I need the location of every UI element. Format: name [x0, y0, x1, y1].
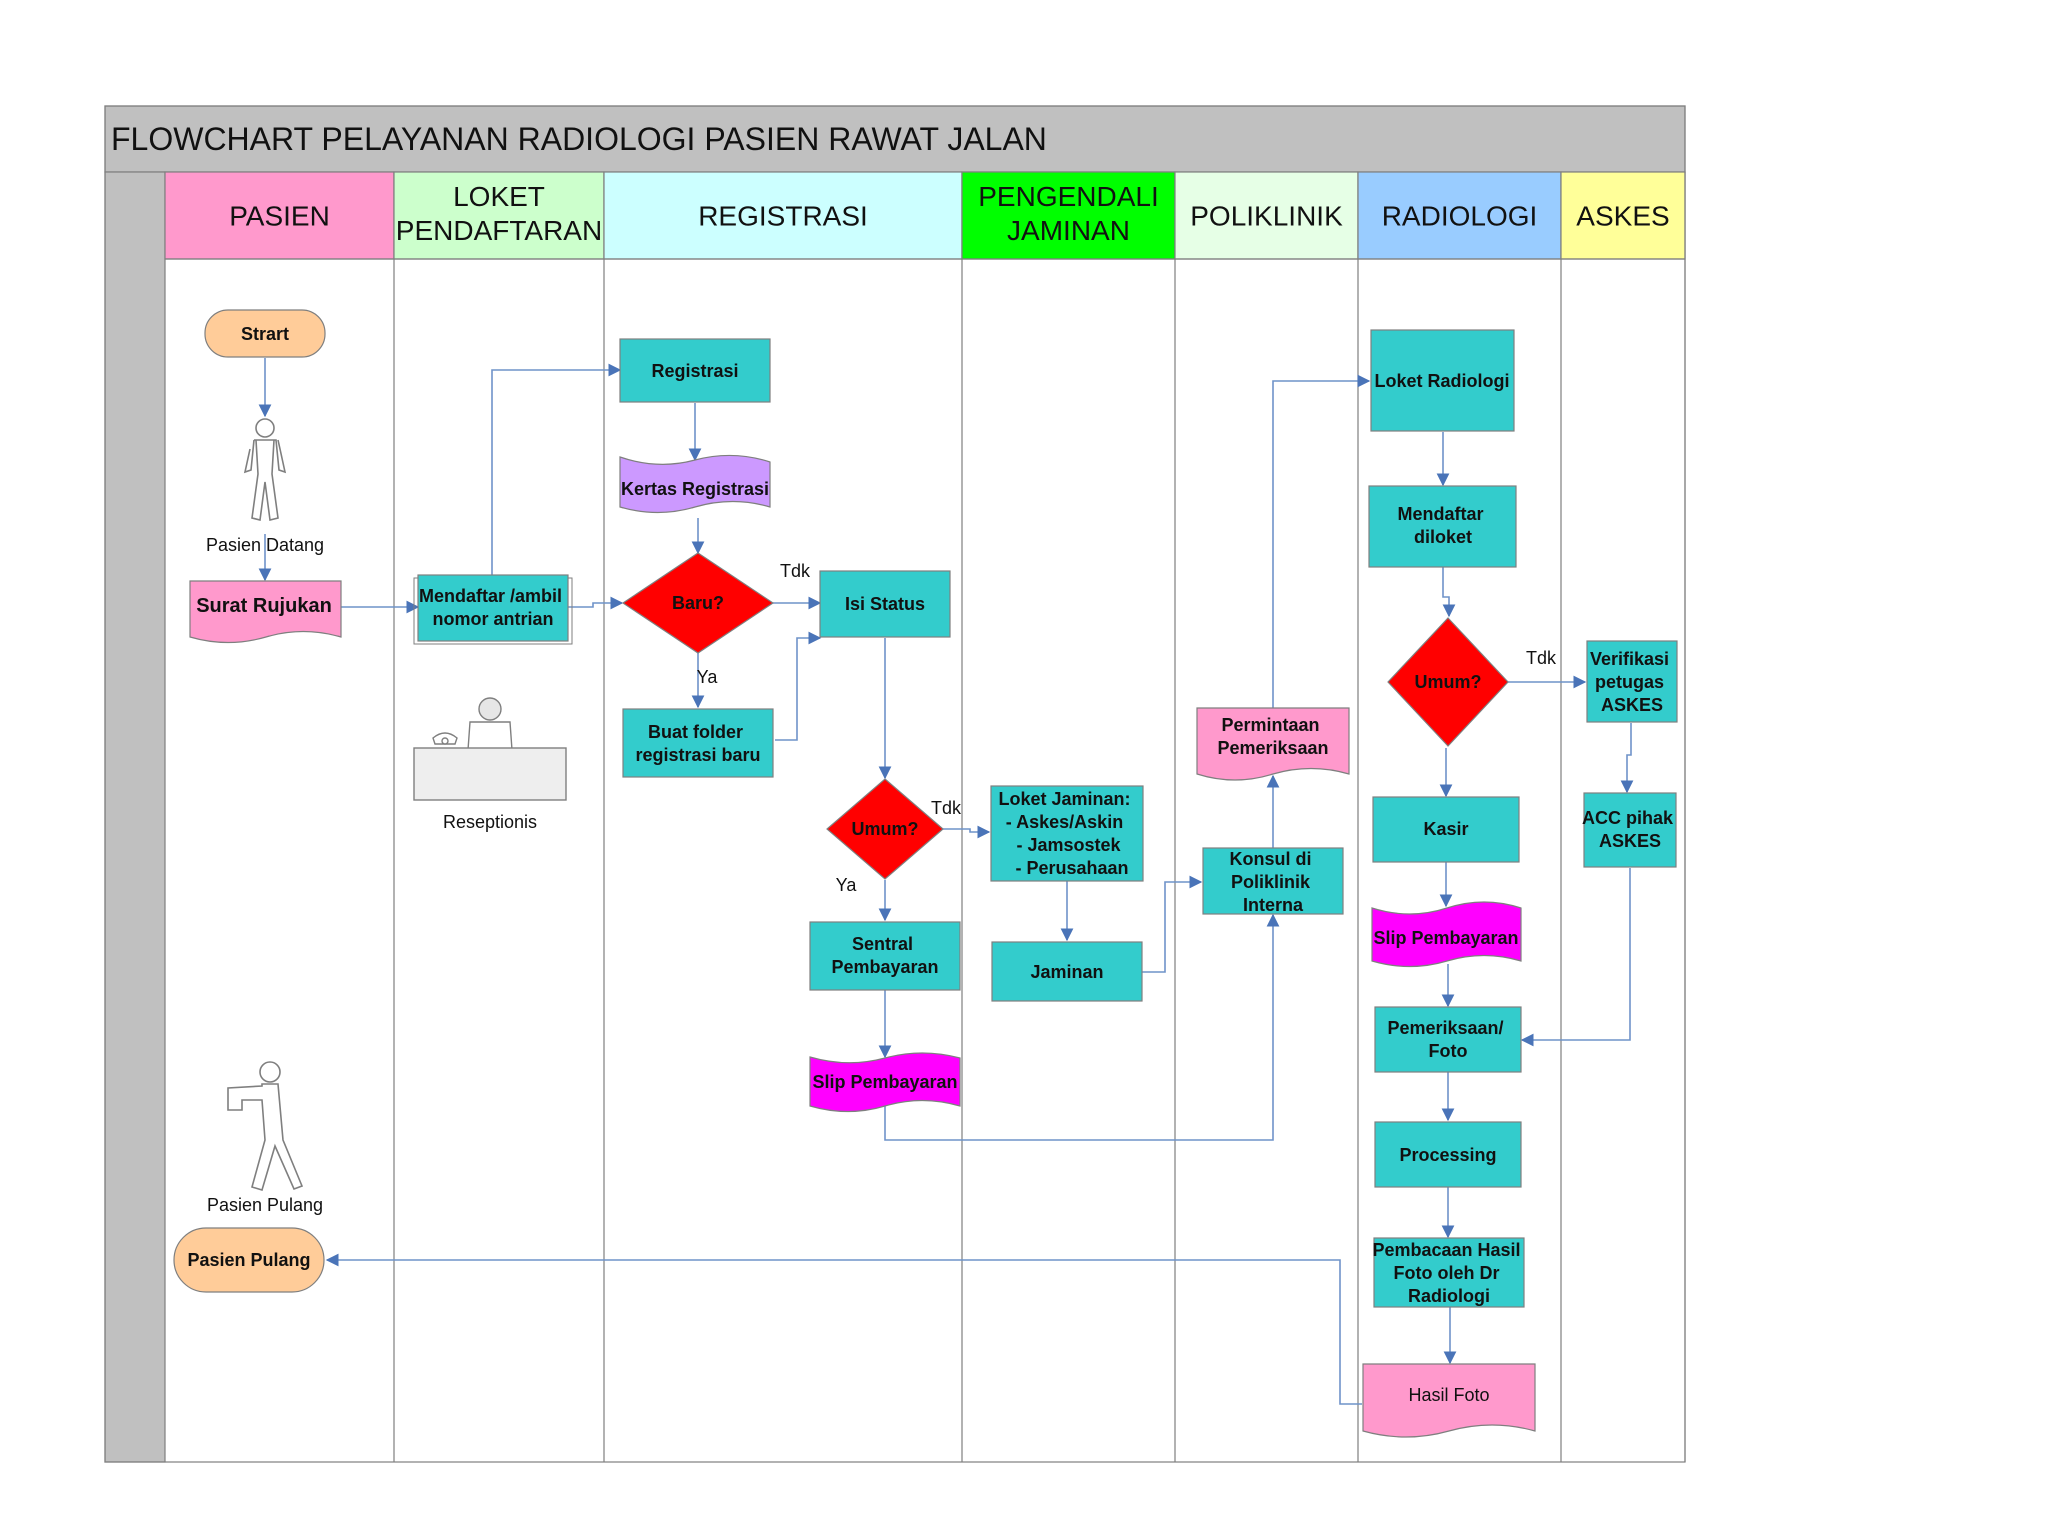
- acc-askes-box[interactable]: [1583, 792, 1677, 868]
- baru-ya-label: Ya: [697, 667, 719, 687]
- edge-jaminan-to-konsul: [1142, 875, 1203, 973]
- edge-mendaftar-to-umumrad: [1442, 567, 1456, 618]
- edge-slip-to-konsul: [884, 913, 1280, 1141]
- registrasi-label: Registrasi: [651, 361, 738, 381]
- buat-folder-label: Buat folder registrasi baru: [635, 722, 760, 765]
- reseptionis-label: Reseptionis: [443, 812, 537, 832]
- person-walking-icon: [227, 1061, 304, 1191]
- lane-label-radiologi: RADIOLOGI: [1382, 201, 1538, 232]
- verifikasi-askes-box[interactable]: [1586, 640, 1678, 723]
- edge-mendaftar-to-registrasi: [491, 363, 622, 578]
- edge-permintaan-to-loketrad: [1272, 374, 1371, 708]
- pasien-pulang-caption: Pasien Pulang: [207, 1195, 323, 1215]
- umum-registrasi-ya-label: Ya: [836, 875, 858, 895]
- lane-header-poliklinik: [1174, 171, 1359, 260]
- isi-status-box[interactable]: [819, 570, 951, 638]
- mendaftar-diloket-label: Mendaftar diloket: [1397, 504, 1488, 547]
- processing-label: Processing: [1399, 1145, 1496, 1165]
- edge-mendaftar-to-baru: [568, 596, 624, 610]
- loket-radiologi-label: Loket Radiologi: [1375, 371, 1510, 391]
- edge-buatfolder-to-isistatus: [775, 631, 822, 741]
- jaminan-label: Jaminan: [1030, 962, 1103, 982]
- jaminan-box[interactable]: [991, 941, 1143, 1002]
- processing-box[interactable]: [1374, 1121, 1522, 1188]
- umum-registrasi-tdk-label: Tdk: [931, 798, 962, 818]
- kertas-registrasi-document[interactable]: [619, 454, 771, 514]
- loket-jaminan-box[interactable]: [990, 785, 1144, 882]
- slip-pembayaran-registrasi-label: Slip Pembayaran: [812, 1072, 957, 1092]
- hasil-foto-label: Hasil Foto: [1408, 1385, 1489, 1405]
- pembacaan-hasil-box[interactable]: [1373, 1237, 1525, 1308]
- loket-radiologi-box[interactable]: [1370, 329, 1515, 432]
- isi-status-label: Isi Status: [845, 594, 925, 614]
- slip-pembayaran-registrasi-document[interactable]: [809, 1052, 961, 1113]
- surat-rujukan-document[interactable]: [189, 580, 342, 644]
- umum-radiologi-tdk-label: Tdk: [1526, 648, 1557, 668]
- mendaftar-diloket-box[interactable]: [1368, 485, 1517, 568]
- mendaftar-ambil-box[interactable]: [417, 574, 569, 642]
- edge-acc-to-pemeriksaan: [1520, 868, 1631, 1047]
- start-terminator[interactable]: [204, 309, 326, 358]
- hasil-foto-document[interactable]: [1362, 1363, 1536, 1438]
- mendaftar-ambil-label: Mendaftar /ambil nomor antrian: [419, 586, 567, 629]
- lane-header-radiologi: [1357, 171, 1562, 260]
- kasir-label: Kasir: [1423, 819, 1468, 839]
- sentral-pembayaran-label: Sentral Pembayaran: [831, 934, 938, 977]
- acc-askes-label: ACC pihak ASKES: [1582, 808, 1678, 851]
- chart-title: FLOWCHART PELAYANAN RADIOLOGI PASIEN RAW…: [111, 121, 1047, 157]
- pasien-pulang-label: Pasien Pulang: [187, 1250, 310, 1270]
- lane-label-poliklinik: POLIKLINIK: [1190, 201, 1343, 232]
- receptionist-desk-icon: [413, 697, 567, 801]
- pemeriksaan-foto-box[interactable]: [1374, 1006, 1522, 1073]
- lane-header-pasien: [164, 171, 395, 260]
- sentral-pembayaran-box[interactable]: [809, 921, 961, 991]
- side-bar: [104, 171, 166, 1463]
- umum-radiologi-decision[interactable]: [1387, 617, 1509, 747]
- lane-label-registrasi: REGISTRASI: [698, 201, 868, 232]
- registrasi-box[interactable]: [619, 338, 771, 403]
- lane-label-pasien: PASIEN: [229, 201, 330, 232]
- lane-header-askes: [1560, 171, 1686, 260]
- kasir-box[interactable]: [1372, 796, 1520, 863]
- umum-radiologi-label: Umum?: [1415, 672, 1482, 692]
- buat-folder-box[interactable]: [622, 708, 774, 778]
- slip-pembayaran-radiologi-document[interactable]: [1371, 901, 1522, 968]
- konsul-poliklinik-label: Konsul di Poliklinik Interna: [1229, 849, 1316, 915]
- lane-label-askes: ASKES: [1576, 201, 1669, 232]
- umum-registrasi-label: Umum?: [852, 819, 919, 839]
- loket-jaminan-label: Loket Jaminan: - Askes/Askin - Jamsostek…: [998, 789, 1135, 878]
- pasien-pulang-terminator[interactable]: [173, 1227, 325, 1293]
- verifikasi-askes-label: Verifikasi petugas ASKES: [1590, 649, 1674, 715]
- kertas-registrasi-label: Kertas Registrasi: [621, 479, 769, 499]
- baru-label: Baru?: [672, 593, 724, 613]
- baru-tdk-label: Tdk: [780, 561, 811, 581]
- edge-umum-to-loketjaminan: [943, 825, 991, 839]
- permintaan-pemeriksaan-document[interactable]: [1196, 707, 1350, 781]
- edge-hasilfoto-to-pulang: [325, 1253, 1362, 1405]
- slip-pembayaran-radiologi-label: Slip Pembayaran: [1373, 928, 1518, 948]
- edges: [258, 358, 1634, 1405]
- person-standing-icon: [243, 418, 287, 521]
- title-bar: [104, 105, 1686, 173]
- baru-decision[interactable]: [621, 552, 775, 654]
- pemeriksaan-foto-label: Pemeriksaan/ Foto: [1387, 1018, 1508, 1061]
- konsul-poliklinik-box[interactable]: [1202, 847, 1344, 915]
- permintaan-pemeriksaan-label: Permintaan Pemeriksaan: [1217, 715, 1328, 758]
- start-label: Strart: [241, 324, 289, 344]
- pasien-datang-label: Pasien Datang: [206, 535, 324, 555]
- surat-rujukan-label: Surat Rujukan: [196, 595, 332, 617]
- umum-registrasi-decision[interactable]: [826, 778, 944, 880]
- edge-verifikasi-to-acc: [1620, 723, 1634, 794]
- pembacaan-hasil-label: Pembacaan Hasil Foto oleh Dr Radiologi: [1372, 1240, 1525, 1306]
